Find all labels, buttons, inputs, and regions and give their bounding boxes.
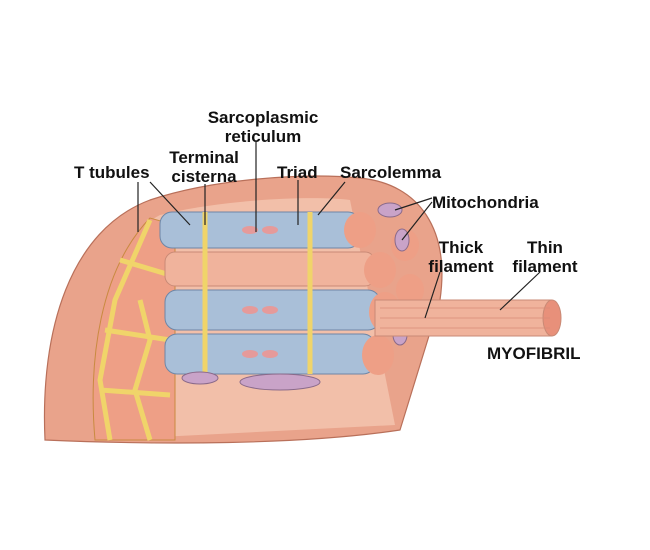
label-thin-filament-line2: filament [512, 257, 578, 276]
label-t-tubules: T tubules [74, 163, 150, 182]
label-thick-filament-line1: Thick [439, 238, 484, 257]
protruding-myofibril [374, 299, 562, 337]
label-thin-filament-line1: Thin [527, 238, 563, 257]
label-mitochondria: Mitochondria [432, 193, 539, 212]
label-triad: Triad [277, 163, 318, 182]
label-sarcoplasmic-reticulum-line1: Sarcoplasmic [208, 108, 319, 127]
myofibril-bundle [159, 211, 424, 375]
mitochondria [181, 202, 410, 391]
leader-lines [137, 142, 541, 319]
label-terminal-cisterna-line1: Terminal [169, 148, 239, 167]
label-thick-filament-line2: filament [428, 257, 494, 276]
label-myofibril: MYOFIBRIL [487, 344, 581, 363]
t-tubule-network [97, 218, 171, 441]
label-sarcoplasmic-reticulum-line2: reticulum [225, 127, 302, 146]
cross-section-face [92, 217, 176, 441]
label-sarcolemma: Sarcolemma [340, 163, 442, 182]
label-terminal-cisterna-line2: cisterna [171, 167, 237, 186]
